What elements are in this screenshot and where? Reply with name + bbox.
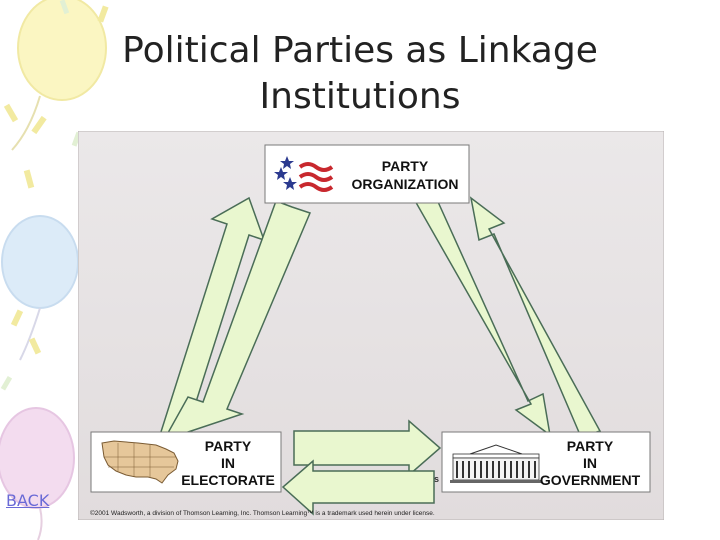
back-link[interactable]: BACK (6, 491, 50, 510)
electorate-label-line3: ELECTORATE (181, 472, 275, 488)
slide-title-line1: Political Parties as Linkage (122, 30, 598, 71)
node-party-in-government: PARTY IN GOVERNMENT (441, 431, 651, 493)
government-label-line3: GOVERNMENT (540, 472, 641, 488)
arrow-partial-letter: s (434, 474, 439, 484)
organization-label-line2: ORGANIZATION (351, 176, 458, 192)
balloon-decoration (0, 0, 109, 540)
copyright-credit: ©2001 Wadsworth, a division of Thomson L… (90, 509, 435, 517)
arrow-electorate-to-organization (147, 196, 266, 447)
slide-title-line2: Institutions (259, 76, 461, 117)
government-label-line2: IN (583, 455, 597, 471)
government-label-line1: PARTY (567, 438, 614, 454)
flag-stars-icon (274, 156, 334, 192)
node-party-organization: PARTY ORGANIZATION (264, 144, 470, 204)
arrow-organization-to-government (412, 192, 552, 437)
slide-title: Political Parties as Linkage Institution… (80, 28, 640, 120)
arrow-government-to-electorate (281, 459, 435, 516)
electorate-label-line1: PARTY (205, 438, 252, 454)
node-party-in-electorate: PARTY IN ELECTORATE (90, 431, 282, 493)
us-map-icon (101, 440, 179, 484)
organization-label-line1: PARTY (382, 158, 429, 174)
white-house-icon (450, 444, 542, 483)
linkage-diagram: s PARTY ORGANIZATION PARTY IN ELECTORATE (78, 131, 664, 520)
electorate-label-line2: IN (221, 455, 235, 471)
